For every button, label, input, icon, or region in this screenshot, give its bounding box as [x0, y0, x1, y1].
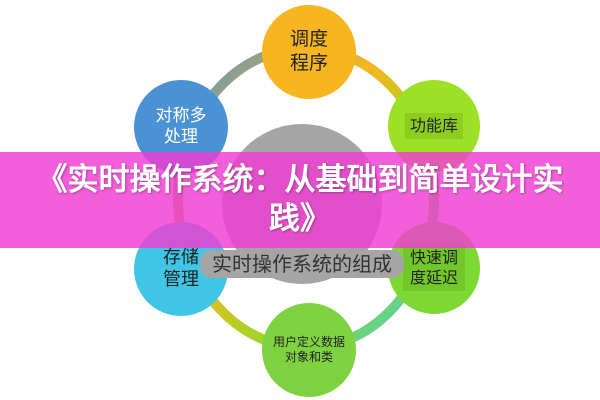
banner-title: 《实时操作系统：从基础到简单设计实践》	[36, 162, 564, 237]
node-label: 用户定义数据对象和类	[273, 335, 346, 364]
node-label: 功能库	[404, 113, 463, 139]
title-banner: 《实时操作系统：从基础到简单设计实践》	[0, 152, 600, 248]
node-user-objects: 用户定义数据对象和类	[262, 303, 356, 397]
node-scheduler: 调度程序	[262, 5, 356, 99]
center-label: 实时操作系统的组成	[200, 250, 404, 278]
node-label: 快速调度延迟	[403, 245, 465, 291]
node-label: 调度程序	[289, 28, 328, 74]
node-label: 存储管理	[163, 246, 199, 291]
node-label: 对称多处理	[155, 105, 207, 147]
